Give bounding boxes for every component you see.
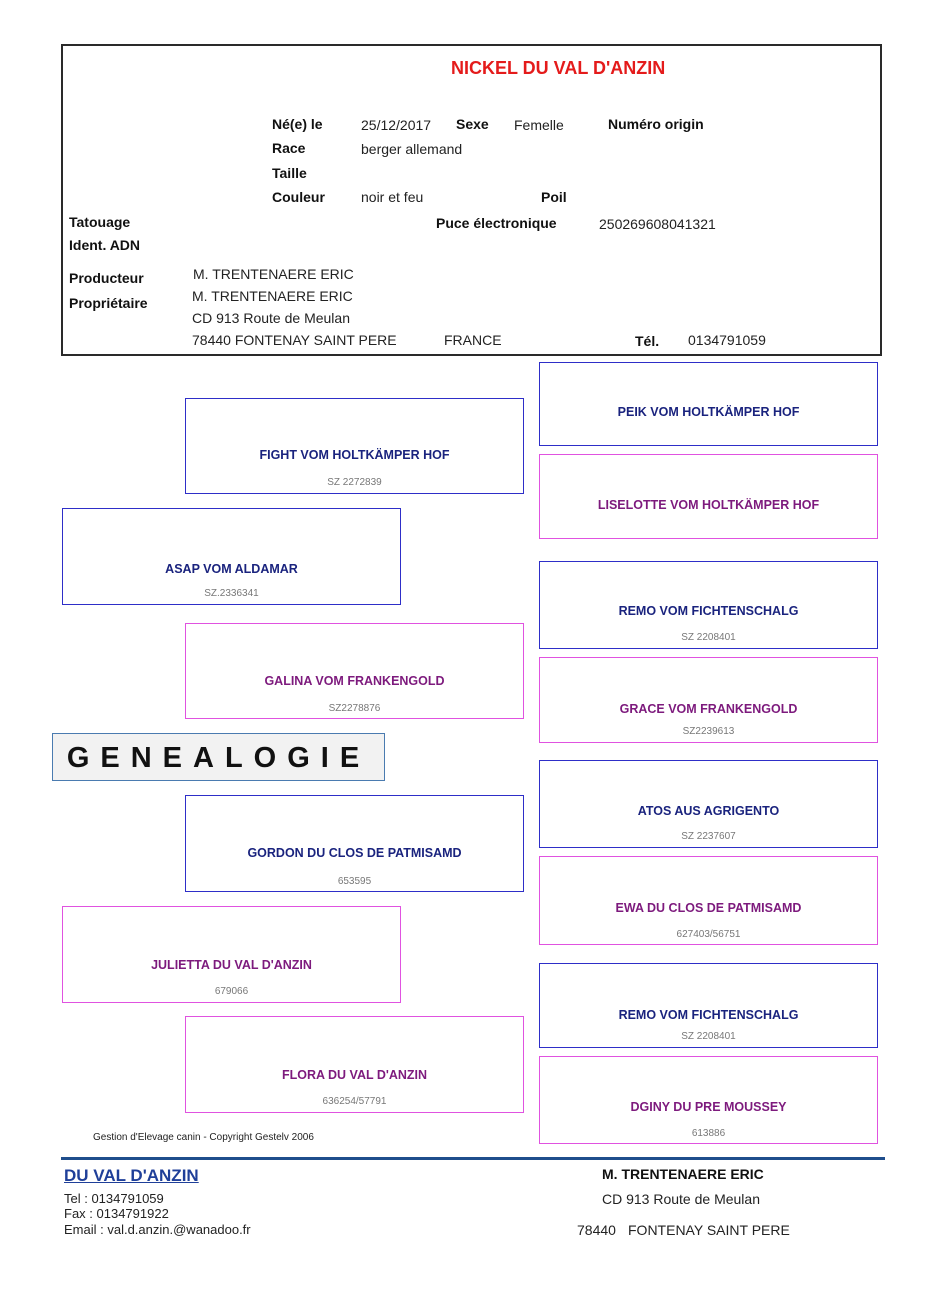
owner-country: FRANCE xyxy=(444,332,502,348)
tel-label: Tél. xyxy=(635,333,660,349)
dna-label: Ident. ADN xyxy=(69,237,141,253)
dam-reg: 679066 xyxy=(214,986,249,997)
dam-dam-name: FLORA DU VAL D'ANZIN xyxy=(281,1068,428,1082)
ggp-6-name: EWA DU CLOS DE PATMISAMD xyxy=(615,901,802,915)
pedigree-dam-dam: FLORA DU VAL D'ANZIN 636254/57791 xyxy=(185,1016,524,1113)
ggp-7-reg: SZ 2208401 xyxy=(681,1031,736,1042)
ggp-3-reg: SZ 2208401 xyxy=(681,632,736,643)
producer-label: Producteur xyxy=(69,270,144,286)
chip-label: Puce électronique xyxy=(436,215,557,231)
sire-sire-reg: SZ 2272839 xyxy=(327,477,382,488)
dam-sire-name: GORDON DU CLOS DE PATMISAMD xyxy=(247,846,462,860)
ggp-5-reg: SZ 2237607 xyxy=(681,831,736,842)
pedigree-ggp-4: GRACE VOM FRANKENGOLD SZ2239613 xyxy=(539,657,878,743)
copyright-text: Gestion d'Elevage canin - Copyright Gest… xyxy=(93,1132,314,1143)
ggp-6-reg: 627403/56751 xyxy=(676,929,741,940)
race-label: Race xyxy=(272,140,306,156)
pedigree-sire-sire: FIGHT VOM HOLTKÄMPER HOF SZ 2272839 xyxy=(185,398,524,494)
footer-owner-address: CD 913 Route de Meulan xyxy=(602,1191,760,1207)
ggp-5-name: ATOS AUS AGRIGENTO xyxy=(637,804,780,818)
sex-label: Sexe xyxy=(456,116,489,132)
dam-name: JULIETTA DU VAL D'ANZIN xyxy=(151,958,312,972)
owner-name: M. TRENTENAERE ERIC xyxy=(192,288,353,304)
born-value: 25/12/2017 xyxy=(361,117,432,133)
dam-sire-reg: 653595 xyxy=(337,876,372,887)
pedigree-ggp-3: REMO VOM FICHTENSCHALG SZ 2208401 xyxy=(539,561,878,649)
pedigree-dam: JULIETTA DU VAL D'ANZIN 679066 xyxy=(62,906,401,1003)
pedigree-ggp-5: ATOS AUS AGRIGENTO SZ 2237607 xyxy=(539,760,878,848)
pedigree-sire: ASAP VOM ALDAMAR SZ.2336341 xyxy=(62,508,401,605)
kennel-name: DU VAL D'ANZIN xyxy=(64,1166,199,1185)
footer-owner-postcode: 78440 xyxy=(577,1222,616,1238)
tel-value: 0134791059 xyxy=(688,332,766,348)
owner-label: Propriétaire xyxy=(69,295,148,311)
pedigree-sire-dam: GALINA VOM FRANKENGOLD SZ2278876 xyxy=(185,623,524,719)
sire-name: ASAP VOM ALDAMAR xyxy=(165,562,298,576)
sire-reg: SZ.2336341 xyxy=(204,588,259,599)
ggp-3-name: REMO VOM FICHTENSCHALG xyxy=(618,604,799,618)
origin-number-label: Numéro origin xyxy=(608,116,704,132)
pedigree-ggp-7: REMO VOM FICHTENSCHALG SZ 2208401 xyxy=(539,963,878,1048)
genealogy-banner: GENEALOGIE xyxy=(52,733,385,781)
color-value: noir et feu xyxy=(361,189,424,205)
identity-panel xyxy=(61,44,882,356)
owner-city: 78440 FONTENAY SAINT PERE xyxy=(192,332,397,348)
chip-value: 250269608041321 xyxy=(599,216,716,232)
ggp-4-reg: SZ2239613 xyxy=(682,726,735,737)
race-value: berger allemand xyxy=(361,141,463,157)
ggp-7-name: REMO VOM FICHTENSCHALG xyxy=(618,1008,799,1022)
born-label: Né(e) le xyxy=(272,116,323,132)
tattoo-label: Tatouage xyxy=(69,214,131,230)
ggp-8-name: DGINY DU PRE MOUSSEY xyxy=(630,1100,787,1114)
producer-value: M. TRENTENAERE ERIC xyxy=(193,266,354,282)
color-label: Couleur xyxy=(272,189,325,205)
footer-owner-city: FONTENAY SAINT PERE xyxy=(628,1222,790,1238)
footer-email[interactable]: Email : val.d.anzin.@wanadoo.fr xyxy=(64,1222,251,1237)
dog-name-title: NICKEL DU VAL D'ANZIN xyxy=(451,58,666,78)
pedigree-ggp-1: PEIK VOM HOLTKÄMPER HOF xyxy=(539,362,878,446)
pedigree-dam-sire: GORDON DU CLOS DE PATMISAMD 653595 xyxy=(185,795,524,892)
sire-sire-name: FIGHT VOM HOLTKÄMPER HOF xyxy=(259,448,450,462)
size-label: Taille xyxy=(272,165,307,181)
dam-dam-reg: 636254/57791 xyxy=(322,1096,387,1107)
pedigree-ggp-2: LISELOTTE VOM HOLTKÄMPER HOF xyxy=(539,454,878,539)
footer-owner-name: M. TRENTENAERE ERIC xyxy=(602,1166,764,1182)
sire-dam-reg: SZ2278876 xyxy=(328,703,381,714)
sex-value: Femelle xyxy=(514,117,564,133)
pedigree-ggp-6: EWA DU CLOS DE PATMISAMD 627403/56751 xyxy=(539,856,878,945)
ggp-8-reg: 613886 xyxy=(691,1128,726,1139)
footer-tel: Tel : 0134791059 xyxy=(64,1191,164,1206)
ggp-4-name: GRACE VOM FRANKENGOLD xyxy=(619,702,798,716)
footer-divider xyxy=(61,1157,885,1160)
sire-dam-name: GALINA VOM FRANKENGOLD xyxy=(264,674,445,688)
ggp-1-name: PEIK VOM HOLTKÄMPER HOF xyxy=(617,405,800,419)
coat-label: Poil xyxy=(541,189,567,205)
pedigree-ggp-8: DGINY DU PRE MOUSSEY 613886 xyxy=(539,1056,878,1144)
owner-address: CD 913 Route de Meulan xyxy=(192,310,350,326)
footer-fax: Fax : 0134791922 xyxy=(64,1206,169,1221)
ggp-2-name: LISELOTTE VOM HOLTKÄMPER HOF xyxy=(597,498,820,512)
